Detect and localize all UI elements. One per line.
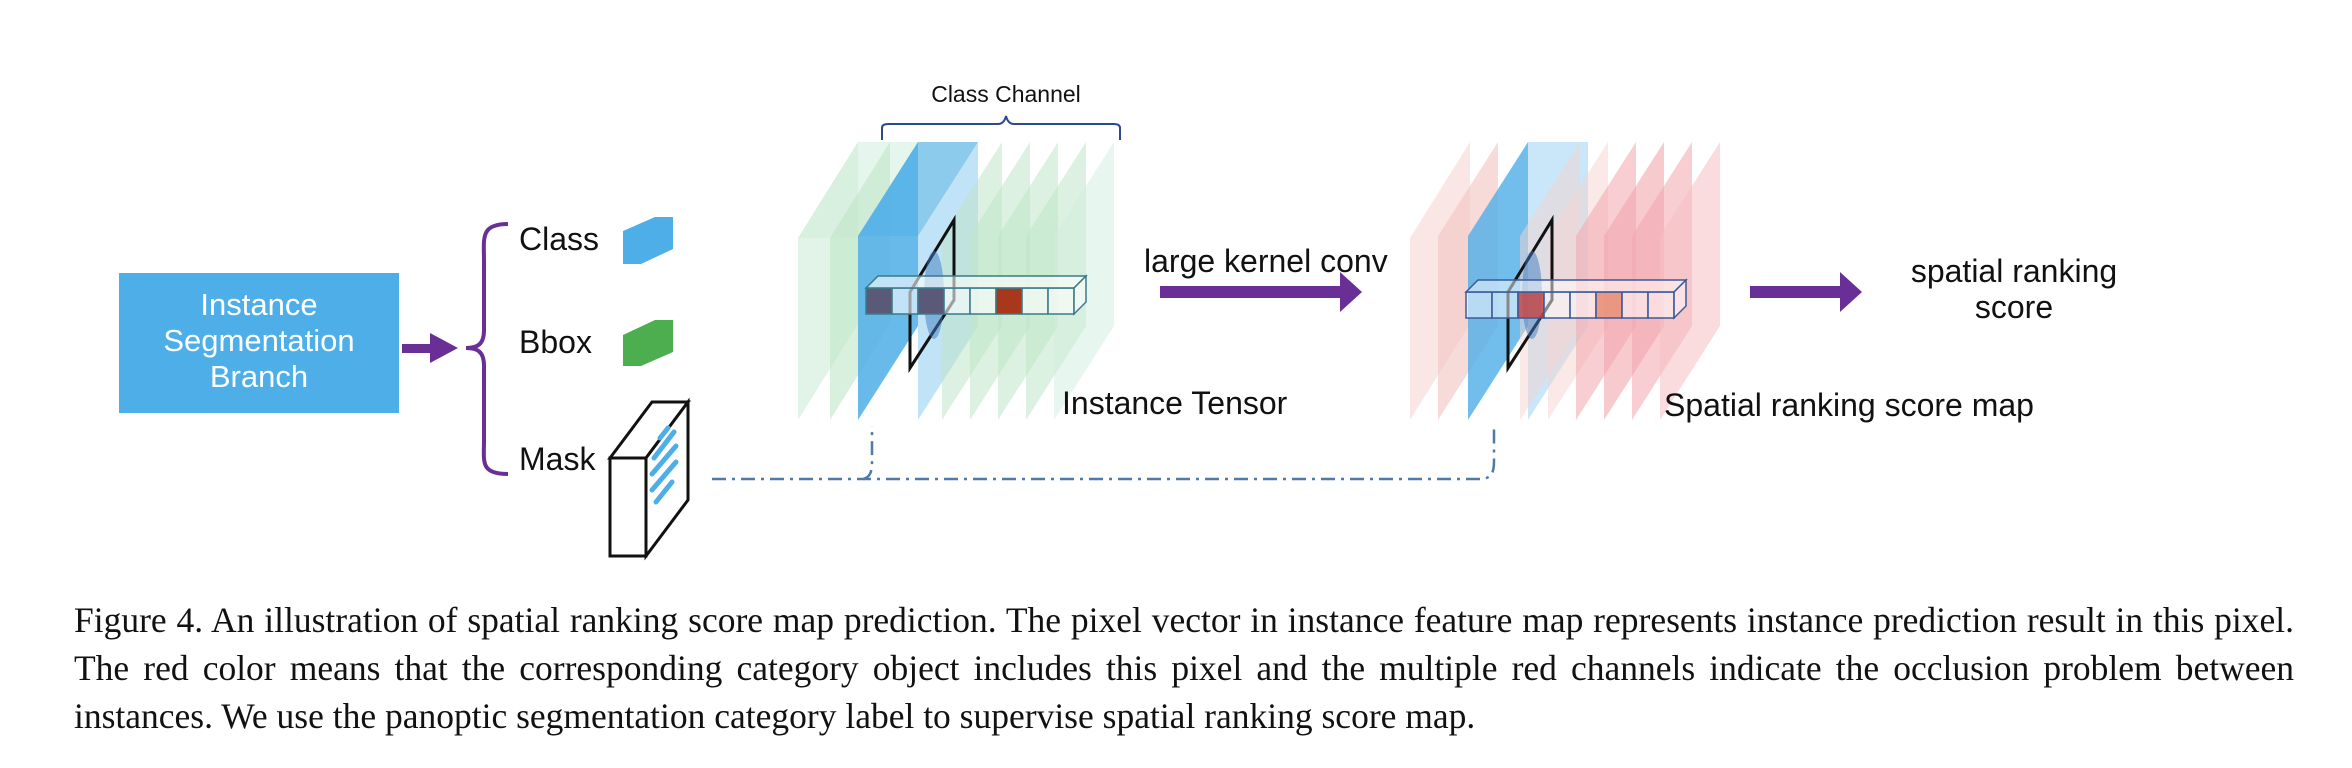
conv-arrow [1160, 272, 1362, 312]
instance-tensor-label: Instance Tensor [1062, 385, 1288, 421]
branch-arrow [402, 333, 458, 363]
instance-tensor [798, 142, 1114, 420]
mask-label: Mask [519, 441, 596, 477]
score-map-label: Spatial ranking score map [1664, 387, 2034, 423]
class-channel-label: Class Channel [931, 81, 1081, 107]
figure-caption: Figure 4. An illustration of spatial ran… [74, 600, 2294, 736]
operation-label: large kernel conv [1144, 243, 1388, 279]
spatial-ranking-score-map [1410, 142, 1720, 420]
branch-label-line-3: Branch [210, 359, 308, 394]
class-label: Class [519, 221, 599, 257]
mask-icon [607, 397, 691, 561]
bbox-icon [623, 320, 673, 366]
output-brace [465, 222, 509, 476]
branch-label-line-1: Instance [200, 287, 317, 322]
class-icon [623, 217, 673, 264]
result-arrow [1750, 272, 1862, 312]
class-channel-bracket [881, 115, 1121, 140]
mask-connector-line [712, 424, 1496, 481]
diagram: Instance Segmentation Branch Class Bbox … [119, 81, 2117, 561]
result-label-line-2: score [1975, 289, 2053, 325]
bbox-label: Bbox [519, 324, 592, 360]
instance-segmentation-branch-box: Instance Segmentation Branch [119, 273, 399, 413]
branch-label-line-2: Segmentation [163, 323, 354, 358]
result-label-line-1: spatial ranking [1911, 253, 2117, 289]
